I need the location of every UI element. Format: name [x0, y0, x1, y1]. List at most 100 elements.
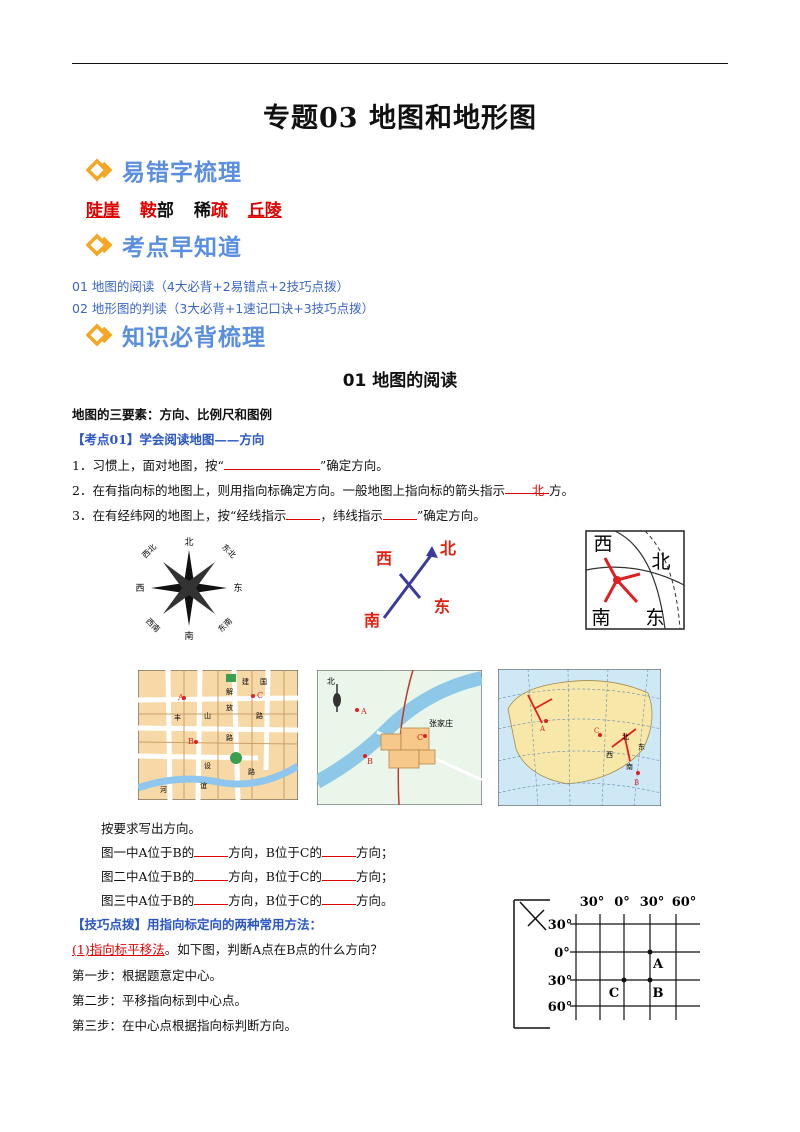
diamond-arrow-icon	[86, 323, 113, 347]
answer-blank[interactable]	[194, 867, 229, 881]
step-2: 第二步：平移指向标到中心点。	[72, 993, 248, 1008]
section-heading-typos: 易错字梳理	[86, 153, 242, 187]
instruction-line: 按要求写出方向。	[101, 821, 202, 836]
section-heading-text: 知识必背梳理	[122, 325, 266, 351]
page-title: 专题03 地图和地形图	[263, 103, 537, 134]
step-3: 第三步：在中心点根据指向标判断方向。	[72, 1018, 298, 1033]
typo-word: 丘陵	[247, 201, 282, 221]
answer-blank[interactable]	[321, 843, 356, 857]
dir-label: 北	[622, 733, 629, 741]
point-c-label: C	[257, 691, 263, 700]
typo-word-char: 稀	[193, 201, 211, 221]
dir-label: 西	[606, 751, 613, 759]
grid-point-c: C	[609, 986, 619, 1001]
section-heading-points: 考点早知道	[86, 228, 242, 262]
graticule-direction-figure: 西 北 南 东	[585, 530, 685, 630]
typo-word-char: 疏	[210, 201, 228, 221]
dir-label: 东	[645, 607, 664, 629]
grid-top-label: 0°	[614, 895, 630, 910]
typo-word-list: 陡崖 鞍部 稀疏 丘陵	[86, 196, 282, 221]
street-label: 路	[256, 711, 263, 720]
street-label: 路	[226, 733, 233, 742]
point-b-label: B	[367, 757, 373, 766]
street-label: 放	[226, 703, 233, 712]
typo-word-char: 部	[156, 201, 174, 221]
compass-label: 东	[233, 582, 242, 594]
street-label: 谊	[200, 781, 207, 790]
street-label: 河	[160, 786, 167, 794]
compass-label: 东北	[220, 542, 238, 560]
compass-label: 西北	[140, 542, 158, 560]
dir-label: 南	[591, 607, 610, 629]
section-heading-text: 考点早知道	[122, 235, 242, 261]
point-b-label: B	[634, 779, 639, 787]
dir-label: 南	[626, 762, 633, 771]
grid-left-label: 0°	[554, 946, 570, 961]
diamond-arrow-icon	[86, 233, 113, 257]
direction-arrow-figure: 西 北 南 东	[364, 539, 456, 630]
point-a-label: A	[539, 725, 546, 733]
answer-blank[interactable]	[286, 506, 321, 520]
method-line: (1)指向标平移法。如下图，判断A点在B点的什么方向？	[72, 942, 383, 957]
street-label: 解	[226, 687, 233, 696]
dir-label: 东	[638, 742, 645, 751]
village-label: 张家庄	[429, 718, 453, 728]
fill-line-2: 图二中A位于B的方向，B位于C的方向；	[101, 867, 394, 884]
point-c-label: C	[594, 727, 599, 735]
north-arrow-icon	[333, 684, 341, 712]
street-label: 路	[248, 767, 255, 776]
street-label: 丰	[174, 713, 181, 722]
grid-point-a: A	[652, 957, 664, 972]
grid-left-label: 30°	[548, 974, 573, 989]
grid-point-b: B	[653, 986, 664, 1001]
compass-label: 西南	[144, 616, 162, 634]
diamond-arrow-icon	[86, 158, 113, 182]
grid-top-label: 60°	[672, 895, 697, 910]
compass-label: 南	[184, 630, 193, 642]
answer-blank[interactable]	[194, 843, 229, 857]
dir-label: 南	[364, 611, 380, 630]
grid-left-label: 30°	[548, 918, 573, 933]
answer-blank[interactable]	[194, 891, 229, 905]
grid-top-label: 30°	[580, 895, 605, 910]
point-c-label: C	[417, 733, 423, 742]
section-heading-knowledge: 知识必背梳理	[86, 318, 266, 352]
graticule-grid-figure: 30° 0° 30° 60° 30° 0° 30° 60° A B C	[513, 895, 700, 1029]
compass-rose-figure: 北 南 东 西 东北 西北 东南 西南	[135, 537, 242, 642]
answer-blank[interactable]	[321, 867, 356, 881]
question-3: 3．在有经纬网的地图上，按“经线指示，纬线指示”确定方向。	[72, 506, 486, 523]
north-label: 北	[327, 677, 335, 686]
answer-blank[interactable]	[382, 506, 417, 520]
street-label: 建	[242, 677, 249, 686]
kaodian-heading: 【考点01】学会阅读地图——方向	[72, 432, 265, 447]
dir-label: 北	[440, 539, 456, 558]
typo-word: 陡崖	[86, 201, 120, 221]
street-label: 国	[260, 678, 267, 686]
compass-label: 西	[135, 583, 144, 594]
compass-label: 东南	[216, 616, 234, 634]
question-2: 2．在有指向标的地图上，则用指向标确定方向。一般地图上指向标的箭头指示北方。	[72, 480, 574, 499]
toc-item-1[interactable]: 01 地图的阅读（4大必背+2易错点+2技巧点拨）	[72, 279, 350, 294]
street-label: 山	[204, 711, 211, 720]
question-1: 1．习惯上，面对地图，按“”确定方向。	[72, 456, 389, 473]
header-rule	[72, 63, 728, 64]
street-label: 设	[204, 761, 211, 770]
answer-blank[interactable]	[223, 456, 320, 470]
point-b-label: B	[188, 737, 194, 746]
river-village-map: 北 A C B 张家庄	[317, 670, 482, 805]
step-1: 第一步：根据题意定中心。	[72, 968, 223, 983]
typo-word-char: 鞍	[139, 201, 157, 221]
dir-label: 西	[593, 533, 612, 555]
fill-line-3: 图三中A位于B的方向，B位于C的方向。	[101, 891, 394, 908]
toc-item-2[interactable]: 02 地形图的判读（3大必背+1速记口诀+3技巧点拨）	[72, 301, 375, 316]
tip-heading: 【技巧点拨】用指向标定向的两种常用方法：	[72, 917, 323, 932]
graticule-world-map: A C B 北 西 东 南	[498, 669, 661, 806]
grid-top-label: 30°	[640, 895, 665, 910]
point-a-label: A	[177, 693, 184, 702]
city-street-map: A C B 丰 山 路 解 放 路 建 国 设 路 谊 河	[138, 670, 298, 800]
dir-label: 西	[376, 549, 392, 568]
answer-blank[interactable]	[321, 891, 356, 905]
answer-blank[interactable]: 北	[504, 480, 549, 498]
dir-label: 北	[651, 551, 670, 573]
subsection-title: 01 地图的阅读	[342, 371, 458, 391]
